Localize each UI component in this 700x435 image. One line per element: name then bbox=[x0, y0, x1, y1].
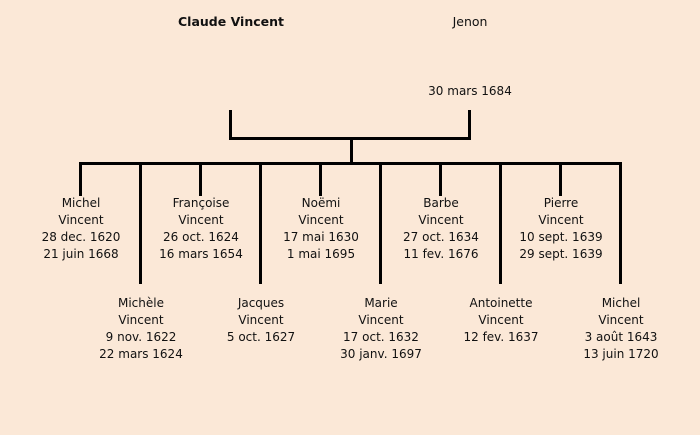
child-drop-antoinette bbox=[499, 162, 502, 284]
child-death-date: 22 mars 1624 bbox=[99, 347, 183, 361]
child-birth-date: 27 oct. 1634 bbox=[403, 230, 479, 244]
sibling-bar bbox=[79, 162, 622, 165]
child-death-date: 29 sept. 1639 bbox=[519, 247, 603, 261]
child-family-name: Vincent bbox=[298, 213, 344, 227]
child-node-row1: Barbe Vincent 27 oct. 1634 11 fev. 1676 bbox=[403, 195, 479, 263]
child-node-row2: Michel Vincent 3 août 1643 13 juin 1720 bbox=[583, 295, 658, 363]
child-birth-date: 9 nov. 1622 bbox=[105, 330, 177, 344]
child-given-name: Marie bbox=[364, 296, 398, 310]
child-drop-barbe bbox=[439, 162, 442, 196]
child-given-name: Noëmi bbox=[301, 196, 341, 210]
marriage-drop-left bbox=[229, 110, 232, 140]
child-dates: 17 oct. 1632 30 janv. 1697 bbox=[340, 329, 422, 363]
marriage-drop-right bbox=[468, 110, 471, 140]
child-node-row2: Marie Vincent 17 oct. 1632 30 janv. 1697 bbox=[340, 295, 422, 363]
child-node-row1: Michel Vincent 28 dec. 1620 21 juin 1668 bbox=[42, 195, 121, 263]
child-node-row2: Jacques Vincent 5 oct. 1627 bbox=[227, 295, 295, 346]
child-family-name: Vincent bbox=[538, 213, 584, 227]
marriage-center-stem bbox=[350, 137, 353, 164]
child-family-name: Vincent bbox=[118, 313, 164, 327]
child-drop-jacques bbox=[259, 162, 262, 284]
child-node-row2: Antoinette Vincent 12 fev. 1637 bbox=[463, 295, 538, 346]
child-birth-date: 10 sept. 1639 bbox=[519, 230, 603, 244]
parent-mother: Jenon bbox=[453, 13, 488, 31]
child-given-name: Antoinette bbox=[469, 296, 533, 310]
child-birth-date: 17 mai 1630 bbox=[283, 230, 359, 244]
child-dates: 17 mai 1630 1 mai 1695 bbox=[283, 229, 359, 263]
father-family-name: Vincent bbox=[230, 14, 284, 29]
child-given-name: Michel bbox=[601, 296, 641, 310]
child-death-date: 21 juin 1668 bbox=[43, 247, 119, 261]
child-death-date: 11 fev. 1676 bbox=[403, 247, 479, 261]
child-dates: 26 oct. 1624 16 mars 1654 bbox=[159, 229, 243, 263]
child-drop-michele bbox=[139, 162, 142, 284]
parent-father: Claude Vincent bbox=[178, 13, 284, 31]
child-dates: 27 oct. 1634 11 fev. 1676 bbox=[403, 229, 479, 263]
mother-given-name: Jenon bbox=[452, 14, 488, 29]
child-family-name: Vincent bbox=[178, 213, 224, 227]
child-family-name: Vincent bbox=[58, 213, 104, 227]
child-death-date: 16 mars 1654 bbox=[159, 247, 243, 261]
child-drop-pierre bbox=[559, 162, 562, 196]
child-birth-date: 28 dec. 1620 bbox=[41, 230, 121, 244]
child-dates: 12 fev. 1637 bbox=[463, 329, 538, 346]
child-dates: 3 août 1643 13 juin 1720 bbox=[583, 329, 658, 363]
child-drop-michel-2 bbox=[619, 162, 622, 284]
child-drop-michel-1 bbox=[79, 162, 82, 196]
child-given-name: Françoise bbox=[172, 196, 230, 210]
child-dates: 5 oct. 1627 bbox=[227, 329, 295, 346]
marriage-date: 30 mars 1684 bbox=[428, 84, 512, 98]
child-birth-date: 17 oct. 1632 bbox=[343, 330, 419, 344]
child-death-date: 30 janv. 1697 bbox=[340, 347, 422, 361]
child-drop-francoise bbox=[199, 162, 202, 196]
child-family-name: Vincent bbox=[418, 213, 464, 227]
child-dates: 28 dec. 1620 21 juin 1668 bbox=[42, 229, 121, 263]
child-birth-date: 12 fev. 1637 bbox=[463, 330, 539, 344]
child-dates: 9 nov. 1622 22 mars 1624 bbox=[99, 329, 183, 363]
child-given-name: Michel bbox=[61, 196, 101, 210]
child-given-name: Barbe bbox=[423, 196, 459, 210]
child-family-name: Vincent bbox=[598, 313, 644, 327]
child-drop-marie bbox=[379, 162, 382, 284]
child-drop-noemi bbox=[319, 162, 322, 196]
child-node-row1: Noëmi Vincent 17 mai 1630 1 mai 1695 bbox=[283, 195, 359, 263]
child-given-name: Michèle bbox=[117, 296, 164, 310]
child-dates: 10 sept. 1639 29 sept. 1639 bbox=[519, 229, 602, 263]
child-birth-date: 26 oct. 1624 bbox=[163, 230, 239, 244]
child-birth-date: 3 août 1643 bbox=[584, 330, 658, 344]
child-death-date: 13 juin 1720 bbox=[583, 347, 659, 361]
child-family-name: Vincent bbox=[478, 313, 524, 327]
child-family-name: Vincent bbox=[238, 313, 284, 327]
child-family-name: Vincent bbox=[358, 313, 404, 327]
child-node-row2: Michèle Vincent 9 nov. 1622 22 mars 1624 bbox=[99, 295, 183, 363]
child-given-name: Pierre bbox=[543, 196, 579, 210]
child-given-name: Jacques bbox=[237, 296, 285, 310]
child-birth-date: 5 oct. 1627 bbox=[226, 330, 296, 344]
child-death-date: 1 mai 1695 bbox=[286, 247, 356, 261]
child-node-row1: Pierre Vincent 10 sept. 1639 29 sept. 16… bbox=[519, 195, 602, 263]
child-node-row1: Françoise Vincent 26 oct. 1624 16 mars 1… bbox=[159, 195, 243, 263]
father-given-name: Claude bbox=[178, 14, 227, 29]
